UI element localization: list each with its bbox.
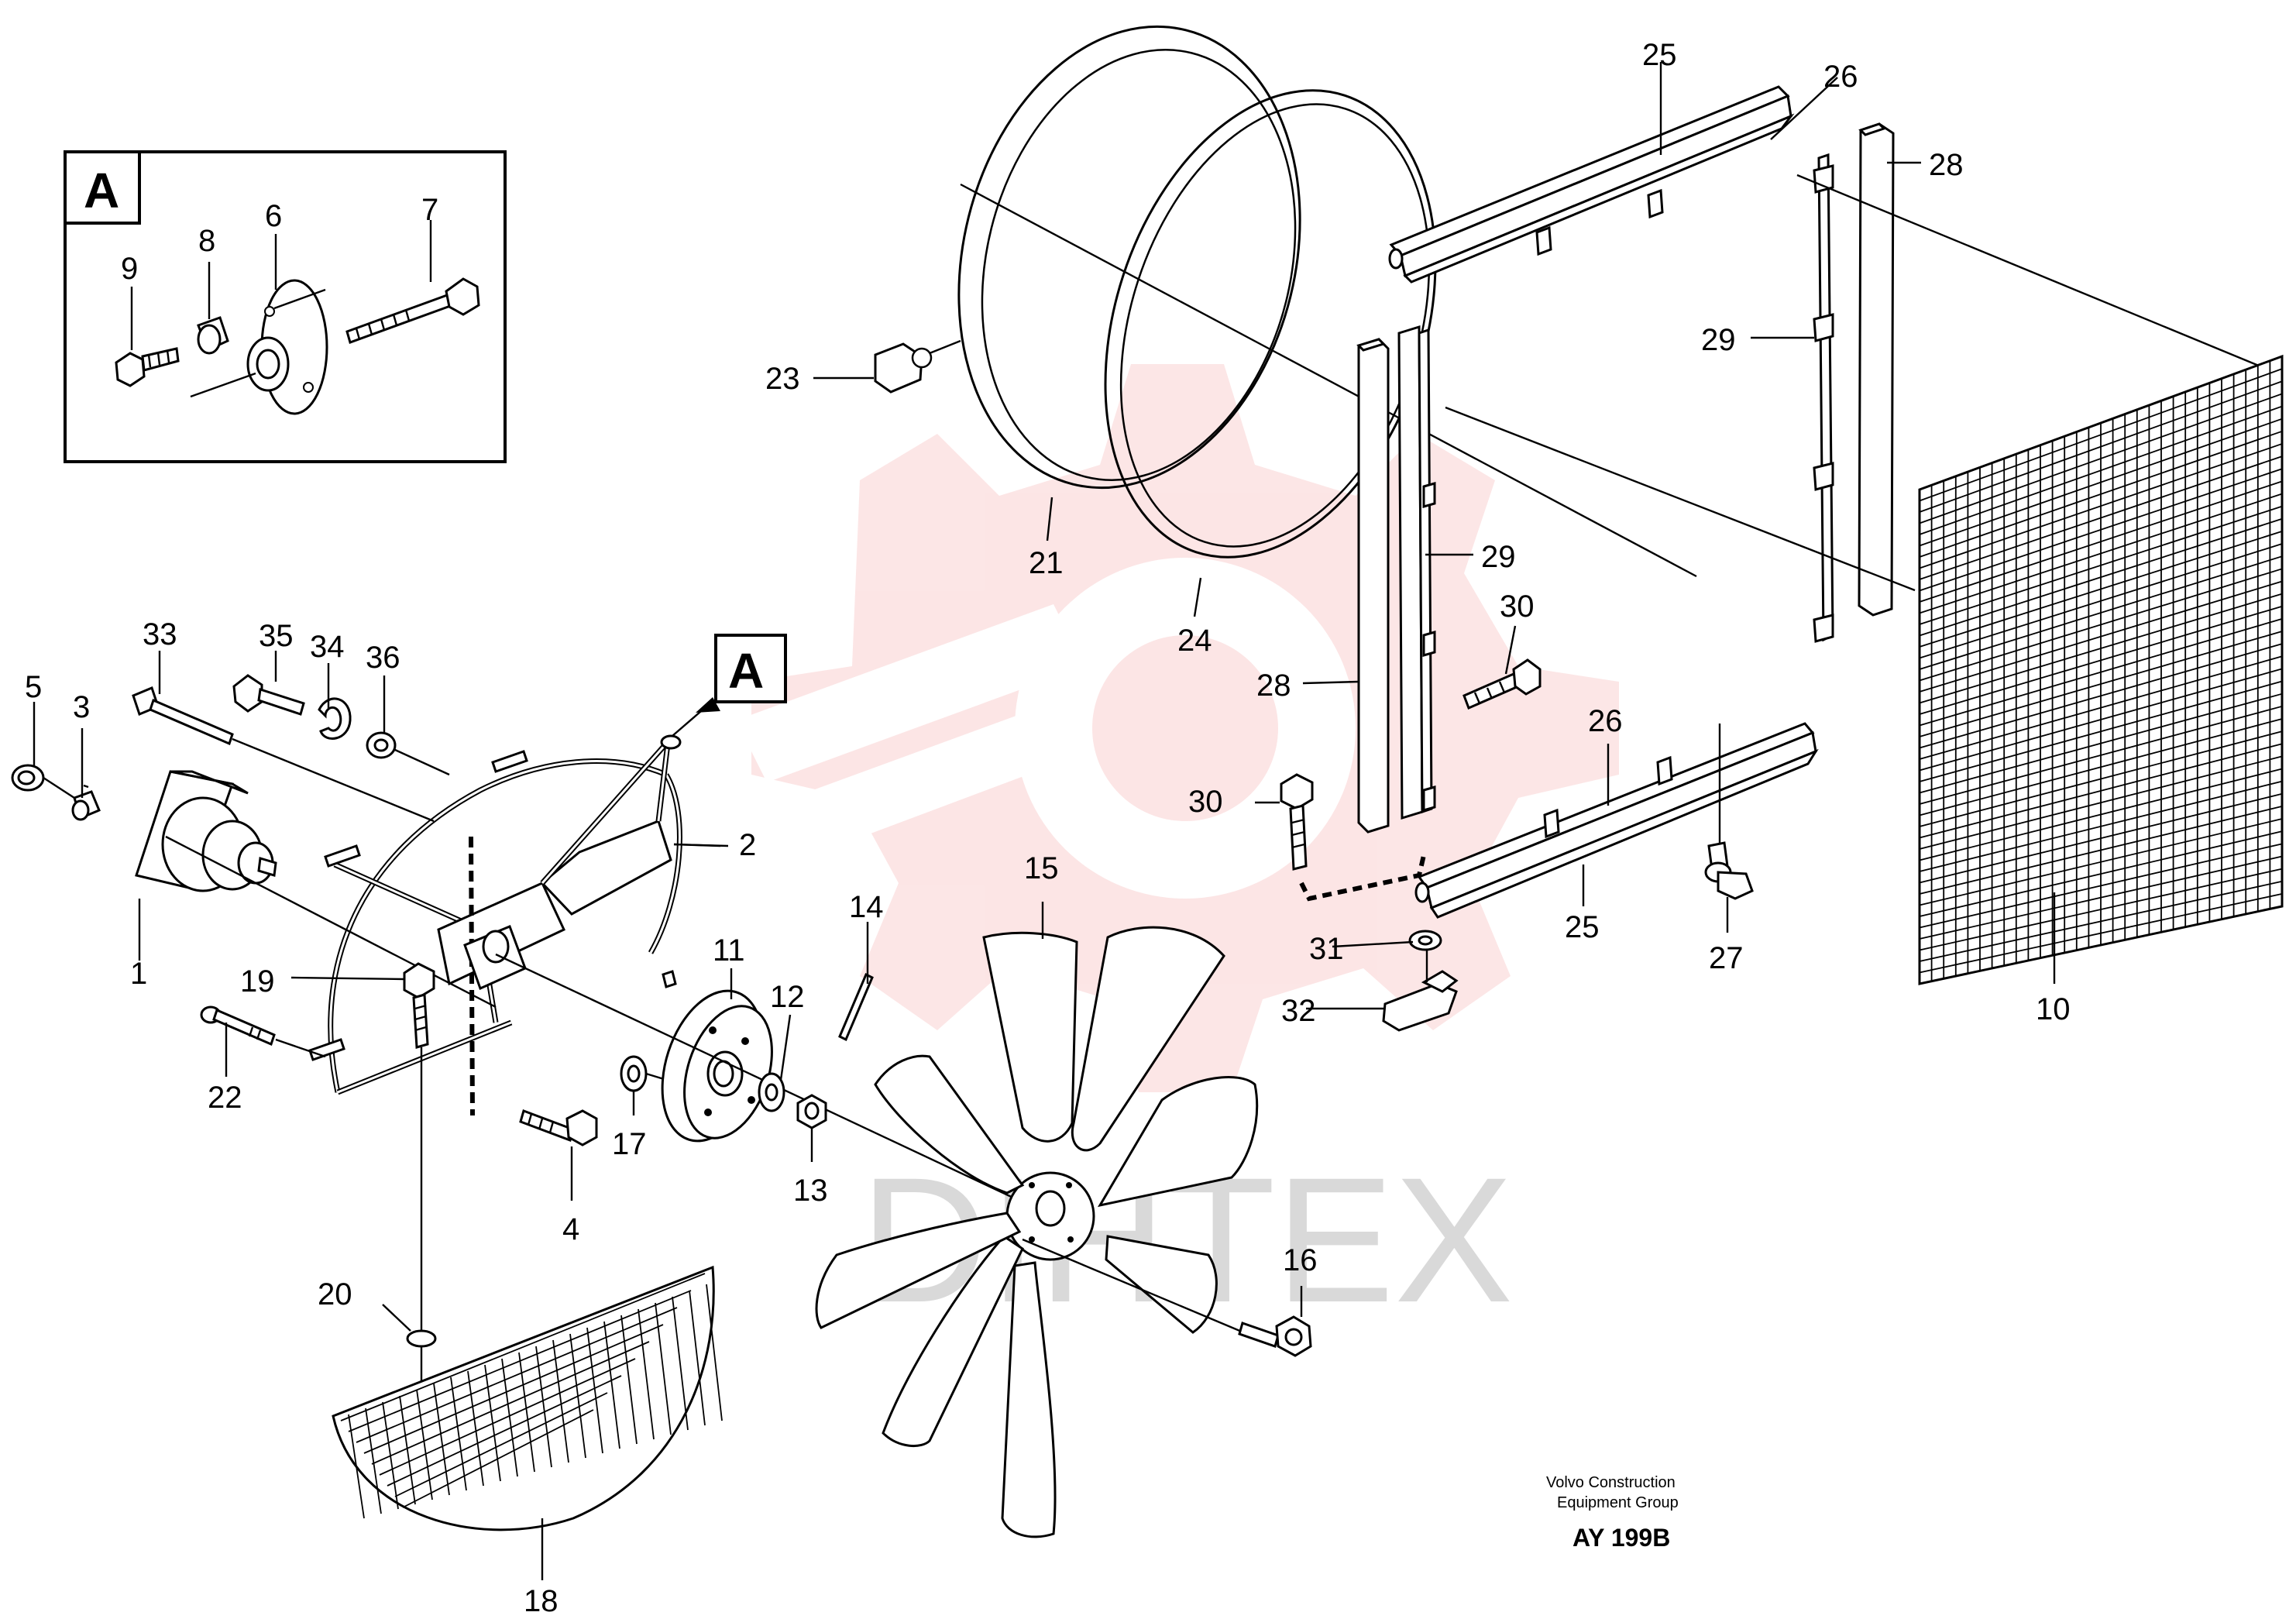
callout-22: 22: [208, 1081, 242, 1115]
bolt-part-35: [232, 674, 305, 716]
spacer-part-3: [71, 790, 101, 821]
guard-mesh-part-18: [332, 1265, 723, 1531]
callout-7: 7: [421, 193, 438, 227]
bolt-part-7: [345, 277, 480, 344]
callout-labels: 1 2 3 4 5 10 11 12 13 14 15 16 17 18 19 …: [25, 38, 2071, 1618]
detail-letter: A: [84, 163, 119, 218]
callout-26-top: 26: [1823, 60, 1858, 94]
callout-8: 8: [198, 224, 215, 258]
credit-block: Volvo Construction Equipment Group AY 19…: [1546, 1474, 1679, 1552]
drawing-code: AY 199B: [1572, 1524, 1670, 1552]
channel-part-28-mid: [1356, 338, 1390, 834]
mesh-panel-part-10: [1918, 354, 2284, 985]
callout-14: 14: [849, 890, 884, 924]
leader-lines: [33, 62, 2056, 1580]
callout-25-bottom: 25: [1565, 910, 1600, 944]
hub-part-6: [190, 279, 328, 415]
callout-10: 10: [2036, 992, 2071, 1026]
shroud-ring-part-21: [957, 25, 1301, 490]
callout-6: 6: [265, 199, 282, 233]
key-part-14: [838, 972, 874, 1042]
callout-32: 32: [1281, 994, 1316, 1028]
washer-part-31: [1408, 930, 1442, 951]
callout-25-top: 25: [1642, 38, 1677, 72]
callout-29-mid: 29: [1481, 540, 1516, 574]
callout-4: 4: [562, 1212, 579, 1246]
nut-part-13: [796, 1094, 827, 1129]
callout-13: 13: [793, 1174, 828, 1208]
callout-34: 34: [310, 630, 345, 664]
channel-part-28-right: [1858, 122, 1895, 617]
bolt-part-16: [1238, 1315, 1312, 1357]
callout-9: 9: [121, 252, 138, 286]
callout-30-lower: 30: [1188, 785, 1223, 819]
callout-28-mid: 28: [1256, 669, 1291, 703]
washer-part-5: [11, 764, 45, 792]
motor-part-1: [135, 770, 277, 892]
callout-3: 3: [73, 690, 90, 724]
nut-part-36: [366, 731, 397, 759]
callout-24: 24: [1177, 624, 1212, 658]
callout-5: 5: [25, 670, 42, 704]
callout-33: 33: [143, 617, 177, 651]
callout-20: 20: [318, 1277, 352, 1311]
callout-2: 2: [739, 828, 756, 862]
washer-part-12: [758, 1072, 785, 1112]
bolt-part-19: [403, 962, 435, 1049]
spacer-part-8: [197, 316, 229, 355]
callout-17: 17: [612, 1127, 647, 1161]
reference-letter: A: [728, 643, 764, 699]
rail-part-25-top: [1388, 85, 1795, 284]
bracket-part-29-mid: [1397, 325, 1436, 820]
pulley-part-11: [661, 989, 773, 1143]
bolt-part-4: [519, 1109, 598, 1146]
callout-16: 16: [1283, 1243, 1318, 1277]
bracket-part-29-right: [1813, 153, 1834, 643]
sensor-part-33: [132, 686, 234, 746]
callout-26-bottom: 26: [1588, 704, 1623, 738]
callout-19: 19: [240, 964, 275, 999]
callout-29-right: 29: [1701, 323, 1736, 357]
callout-23: 23: [765, 362, 800, 396]
idler-bracket: [463, 925, 527, 991]
callout-1: 1: [130, 957, 147, 991]
washer-part-34: [318, 697, 352, 740]
reference-marker-a: A: [672, 634, 787, 737]
credit-line-1: Volvo Construction: [1546, 1474, 1676, 1491]
callout-30-upper: 30: [1500, 590, 1535, 624]
fan-guard-part-2: [308, 734, 682, 1095]
detail-box-a: A: [64, 150, 507, 463]
callout-11: 11: [713, 933, 745, 968]
bolt-part-30-upper: [1462, 658, 1542, 710]
callout-21: 21: [1029, 546, 1064, 580]
clip-part-23: [874, 339, 961, 394]
callout-15: 15: [1024, 851, 1059, 885]
callout-35: 35: [259, 619, 294, 653]
callout-18: 18: [524, 1584, 559, 1618]
bolt-part-30-lower: [1280, 773, 1314, 871]
bolt-part-22: [200, 1005, 276, 1047]
callout-36: 36: [366, 641, 400, 675]
fitting-part-27: [1704, 841, 1754, 900]
callout-28-right: 28: [1929, 148, 1964, 182]
callout-31: 31: [1309, 932, 1344, 966]
fan-part-15: [815, 926, 1259, 1538]
callout-12: 12: [770, 980, 805, 1014]
clamp-part-32: [1382, 950, 1459, 1032]
bolt-part-9: [115, 347, 180, 387]
washer-part-17: [620, 1055, 648, 1092]
callout-27: 27: [1709, 941, 1744, 975]
credit-line-2: Equipment Group: [1557, 1494, 1679, 1511]
